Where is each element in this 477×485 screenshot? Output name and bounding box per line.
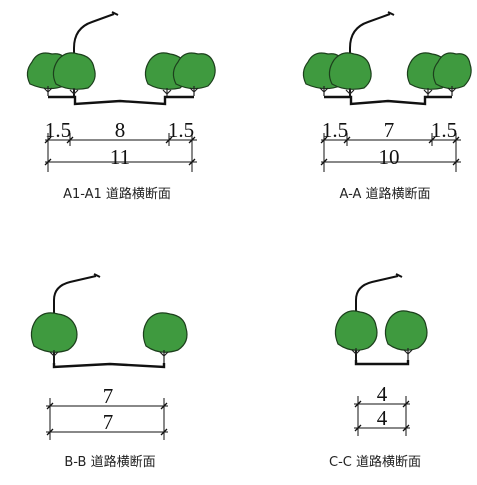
tree-right-outer [172,52,216,96]
dimension-lines [320,133,461,172]
dim-carriageway: 8 [115,118,126,142]
road-profile [324,95,452,106]
tree-right [142,312,188,363]
tree-left-inner [328,52,372,97]
dimension-lines [44,133,197,172]
panel-caption: C-C 道路横断面 [329,454,421,470]
tree-right-outer [432,52,472,96]
dim-total-width: 11 [110,145,130,169]
dim-total-width: 4 [377,406,388,430]
dim-carriageway: 4 [377,382,388,406]
tree-left [334,310,378,360]
panel-caption: B-B 道路横断面 [64,454,155,470]
dim-total-width: 7 [103,410,114,434]
panel-caption: A-A 道路横断面 [339,186,430,202]
tree-left-inner [52,52,96,97]
panel-a1: 1.5 8 1.5 11 A1-A1 道路横断面 [26,11,216,202]
panel-c: 4 4 C-C 道路横断面 [329,273,428,470]
dimension-lines [354,396,410,436]
road-profile [48,95,194,106]
panel-caption: A1-A1 道路横断面 [63,186,171,202]
tree-left [30,312,78,363]
dim-sidewalk-right: 1.5 [431,118,457,142]
dim-sidewalk-right: 1.5 [168,118,194,142]
road-profile [52,362,166,369]
tree-right [384,310,428,360]
dim-total-width: 10 [379,145,400,169]
road-profile [354,360,410,366]
dim-carriageway: 7 [384,118,395,142]
dim-sidewalk-left: 1.5 [45,118,71,142]
street-lamp [355,273,403,360]
dim-sidewalk-left: 1.5 [322,118,348,142]
street-lamp [73,11,119,97]
street-lamp [53,273,101,363]
dimension-lines [46,398,168,440]
panel-a: 1.5 7 1.5 10 A-A 道路横断面 [302,11,472,202]
dim-carriageway: 7 [103,384,114,408]
panel-b: 7 7 B-B 道路横断面 [30,273,188,470]
street-lamp [349,11,395,97]
